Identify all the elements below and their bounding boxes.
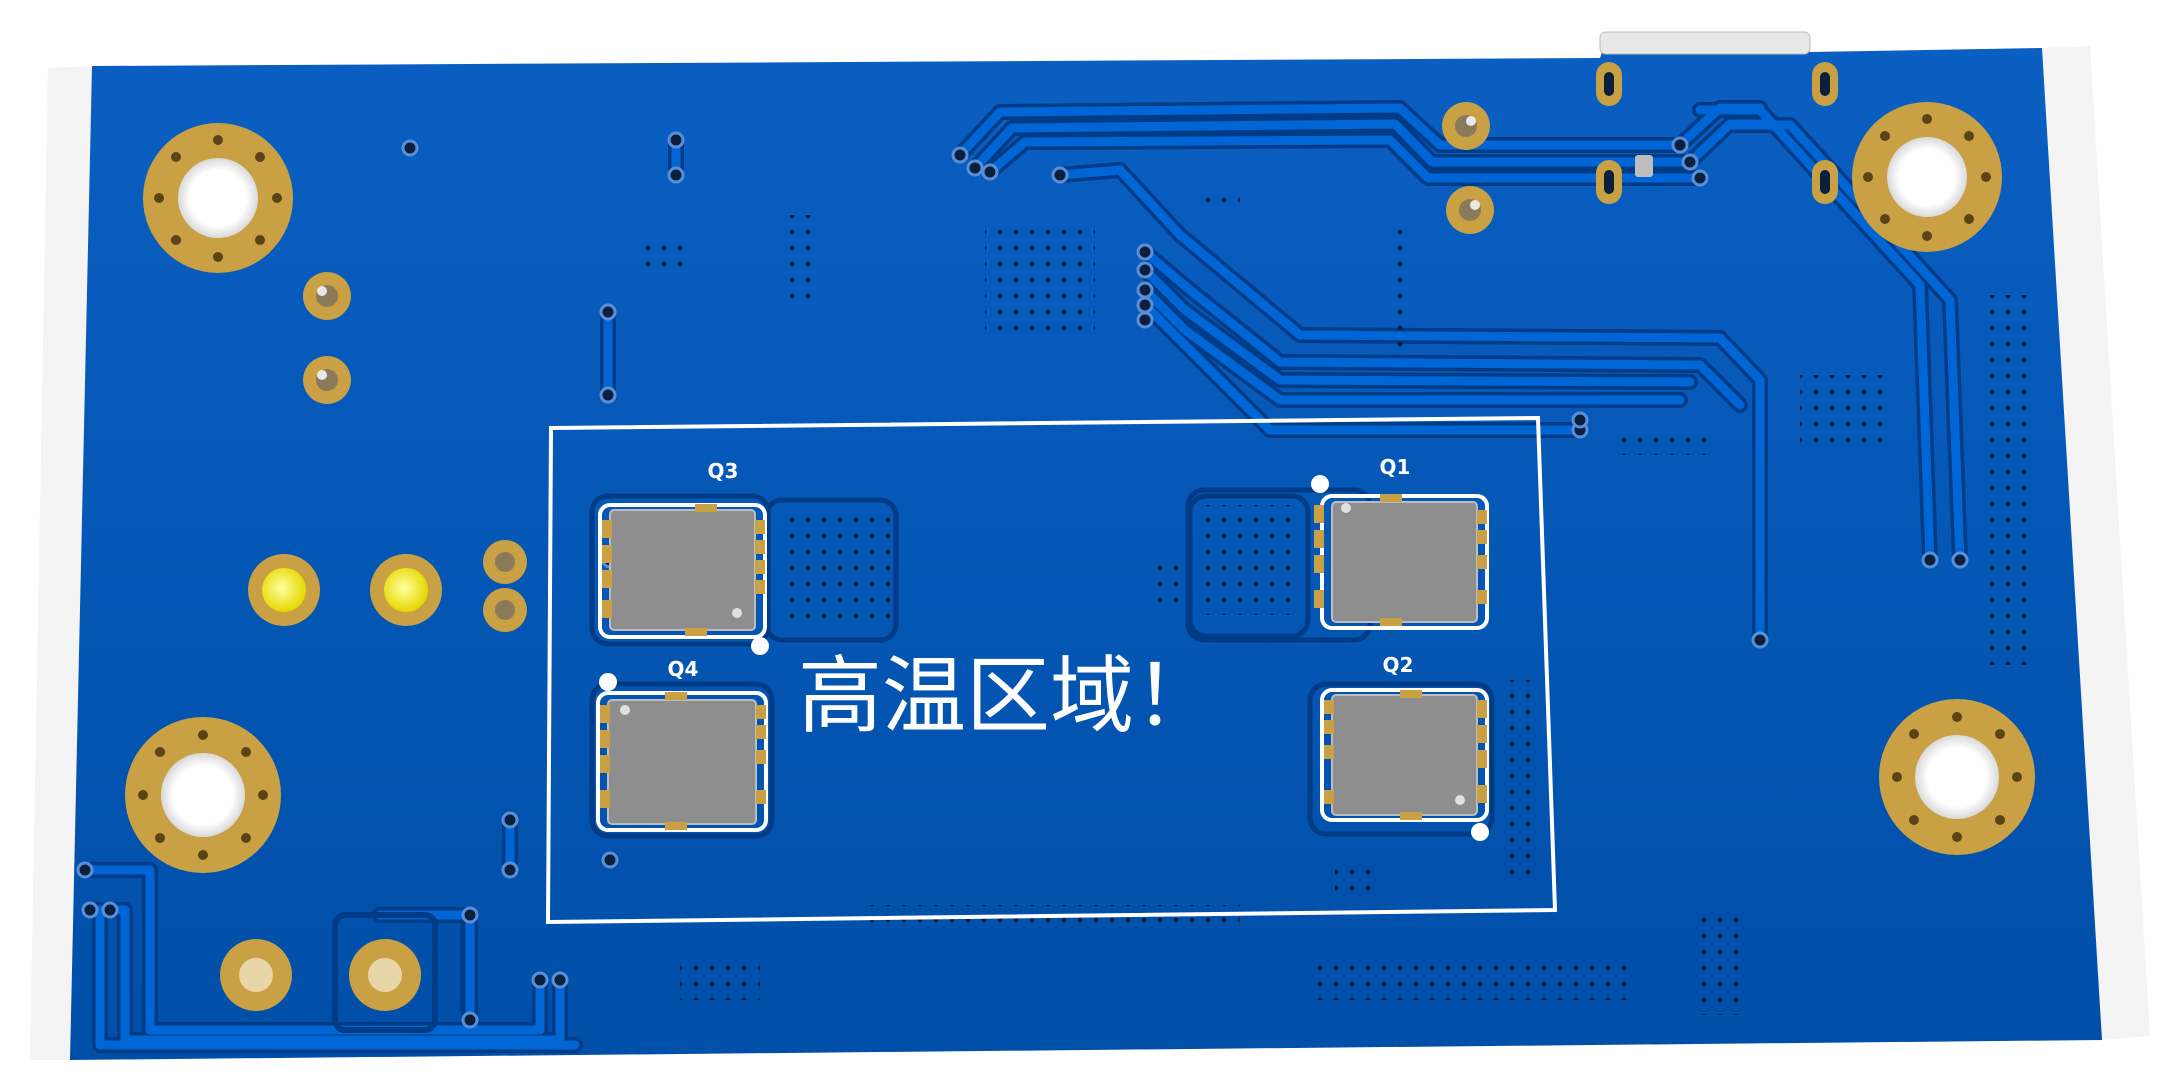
usb-slot-pads: [1596, 62, 1838, 204]
mosfet-group: Q3 Q1 Q4 Q2: [596, 455, 1489, 841]
mosfet-q1: Q1: [1311, 455, 1489, 630]
through-hole-pads: [220, 102, 1494, 1033]
led-left: [248, 554, 320, 626]
high-temp-warning-text: 高温区域！: [798, 647, 1218, 745]
mosfet-q1-label: Q1: [1380, 455, 1411, 479]
high-temp-zone-outline: [545, 415, 1558, 925]
mounting-hole-top-right: [1852, 102, 2002, 252]
mounting-hole-top-left: [143, 123, 293, 273]
usb-connector: [1599, 31, 1811, 55]
mosfet-q2-label: Q2: [1383, 653, 1414, 677]
mosfet-q3: Q3: [598, 459, 769, 655]
mosfet-q4: Q4: [596, 657, 768, 832]
mounting-hole-bottom-left: [125, 717, 281, 873]
via-arrays: [640, 190, 2030, 1015]
pcb-board: [70, 40, 2102, 1060]
board-edge-right: [2042, 46, 2150, 1040]
mosfet-q4-label: Q4: [668, 657, 699, 681]
mounting-hole-bottom-right: [1879, 699, 2035, 855]
led-right: [370, 554, 442, 626]
board-edge-left: [30, 66, 92, 1060]
mosfet-q3-label: Q3: [708, 459, 739, 483]
mosfet-q2: Q2: [1320, 653, 1489, 841]
copper-pours: [589, 487, 1495, 839]
